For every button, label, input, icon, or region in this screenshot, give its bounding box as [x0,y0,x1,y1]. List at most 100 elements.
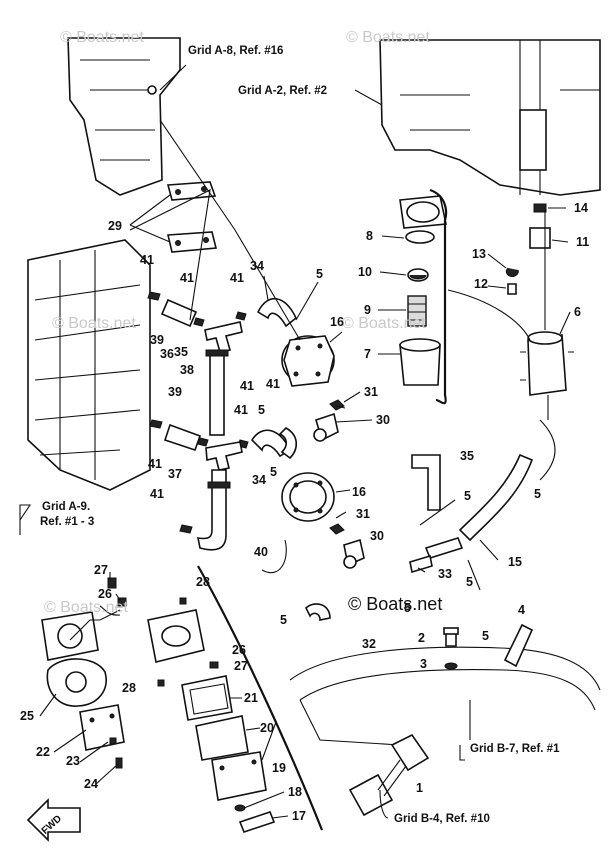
callout-2: 2 [418,631,425,645]
callout-10: 10 [358,265,372,279]
connector-1 [348,733,430,817]
callout-20: 20 [260,721,274,735]
hose-35 [278,427,441,511]
nut-31-upper [329,399,345,411]
callout-5d: 5 [464,489,471,503]
o-ring-8 [405,230,435,244]
joint-37 [205,441,243,471]
callout-33: 33 [438,567,452,581]
ref-grid-b7: Grid B-7, Ref. #1 [470,743,560,755]
callout-14: 14 [574,201,588,215]
callout-36: 36 [160,347,174,361]
ref-grid-a2: Grid A-2, Ref. #2 [238,85,327,97]
callout-30a: 30 [376,413,390,427]
callout-41d: 41 [240,379,254,393]
callout-8: 8 [366,229,373,243]
joint-36 [204,321,243,353]
callout-32: 32 [362,637,376,651]
gasket-29-upper [166,181,217,201]
washer-18 [234,804,246,812]
hose-34-lower [250,429,292,458]
ref-grid-a8: Grid A-8, Ref. #16 [188,45,283,57]
callout-5b: 5 [258,403,265,417]
callout-16a: 16 [330,315,344,329]
callout-31b: 31 [356,507,370,521]
hose-34-upper [256,297,297,328]
callout-18: 18 [288,785,302,799]
clip-13 [505,267,519,277]
callout-5a: 5 [316,267,323,281]
watermark-mid-right: © Boats.net [342,315,426,332]
callout-5g: 5 [404,601,411,615]
bolt-30-lower [343,538,365,569]
callout-27b: 27 [234,659,248,673]
callout-13: 13 [472,247,486,261]
watermark-bottom-left: © Boats.net [44,599,128,616]
pump-body-center [147,609,205,663]
callout-5i: 5 [482,629,489,643]
callout-16b: 16 [352,485,366,499]
ref-grid-b4: Grid B-4, Ref. #10 [394,813,490,825]
element-10 [407,268,429,282]
hose-4 [503,623,534,668]
callout-17: 17 [292,809,306,823]
ref-grid-a9-line2: Ref. #1 - 3 [40,516,94,528]
callout-30b: 30 [370,529,384,543]
callout-3: 3 [420,657,427,671]
callout-28b: 28 [122,681,136,695]
plug-12 [507,283,517,295]
bolt-30-upper [313,412,339,442]
callout-41b: 41 [180,271,194,285]
callout-41e: 41 [234,403,248,417]
callout-22: 22 [36,745,50,759]
fuel-pump-16-lower [281,472,335,522]
engine-block-top-right [379,39,601,196]
callout-38: 38 [180,363,194,377]
gasket-21 [181,675,233,721]
watermark-mid-left: © Boats.net [52,315,136,332]
hose-40 [196,469,231,551]
callout-29: 29 [108,219,122,233]
filter-cap-top [399,195,447,229]
watermark-center: © Boats.net [348,594,442,614]
engine-block-top-left [67,37,181,196]
callout-26a: 26 [98,587,112,601]
callout-7: 7 [364,347,371,361]
callout-34b: 34 [252,473,266,487]
callout-21: 21 [244,691,258,705]
ref-grid-a9-line1: Grid A-9. [42,501,90,513]
screw-17 [238,811,276,833]
callouts: 29 41 41 41 34 5 39 35 16 38 41 39 41 5 … [20,201,589,823]
clip-14 [533,203,547,213]
callout-40: 40 [254,545,268,559]
callout-35a: 35 [174,345,188,359]
callout-5h: 5 [280,613,287,627]
callout-28a: 28 [196,575,210,589]
callout-24: 24 [84,777,98,791]
callout-39b: 39 [168,385,182,399]
hose-11 [529,227,551,249]
callout-41g: 41 [150,487,164,501]
hose-32 [305,603,331,621]
cover-22 [79,704,125,751]
hose-39-lower [163,423,202,452]
callout-9: 9 [364,303,371,317]
callout-34a: 34 [250,259,264,273]
callout-1: 1 [416,781,423,795]
engine-block-left [27,239,151,491]
callout-26b: 26 [232,643,246,657]
callout-5e: 5 [534,487,541,501]
watermark-top-left: © Boats.net [60,29,144,46]
callout-39a: 39 [150,333,164,347]
callout-35b: 35 [460,449,474,463]
cup-7 [399,338,441,386]
fwd-arrow [26,798,81,842]
callout-41c: 41 [230,271,244,285]
callout-11: 11 [576,235,589,249]
callout-15: 15 [508,555,522,569]
callout-4: 4 [518,603,525,617]
gasket-25 [46,658,107,707]
callout-6: 6 [574,305,581,319]
callout-5f: 5 [466,575,473,589]
washer-3 [444,662,458,670]
